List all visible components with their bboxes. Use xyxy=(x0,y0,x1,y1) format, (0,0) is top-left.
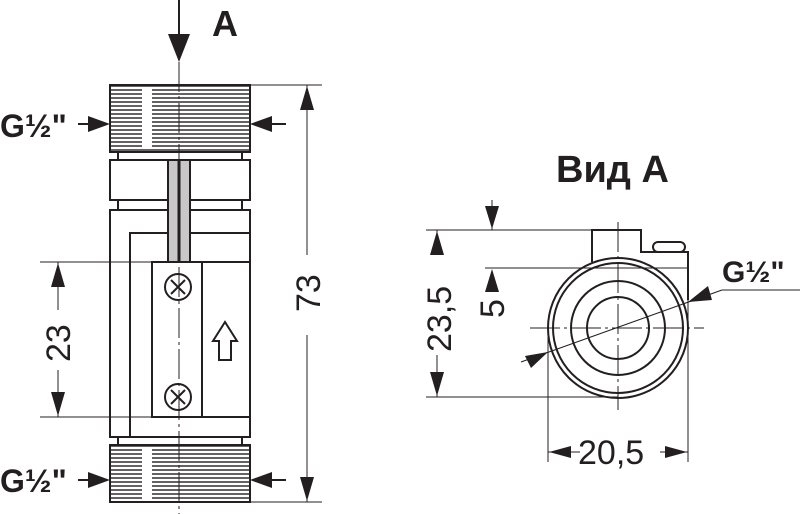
view-title: Вид А xyxy=(556,149,669,191)
screw-icon xyxy=(164,273,192,301)
flow-direction-arrow-icon xyxy=(211,320,239,361)
thread-label-top: G½" xyxy=(0,108,67,144)
top-nut-highlight xyxy=(142,88,152,149)
end-view-a: Вид А G½" 23,5 5 xyxy=(421,149,800,472)
dim-width: 20,5 xyxy=(578,434,644,472)
latch-tab xyxy=(652,241,686,253)
top-thread-nut xyxy=(109,84,251,153)
thread-label-bottom: G½" xyxy=(0,463,67,499)
side-view: A G½" xyxy=(0,0,328,514)
thread-label-side: G½" xyxy=(722,256,785,289)
screw-icon xyxy=(164,383,192,411)
dim-total-length: 73 xyxy=(290,274,328,312)
bottom-thread-nut xyxy=(109,444,251,503)
view-arrow-label: A xyxy=(212,3,238,44)
dim-height: 23,5 xyxy=(421,286,459,352)
dim-mount-spacing: 23 xyxy=(40,324,78,362)
view-arrow-head-icon xyxy=(168,34,190,62)
dim-offset: 5 xyxy=(474,299,512,318)
